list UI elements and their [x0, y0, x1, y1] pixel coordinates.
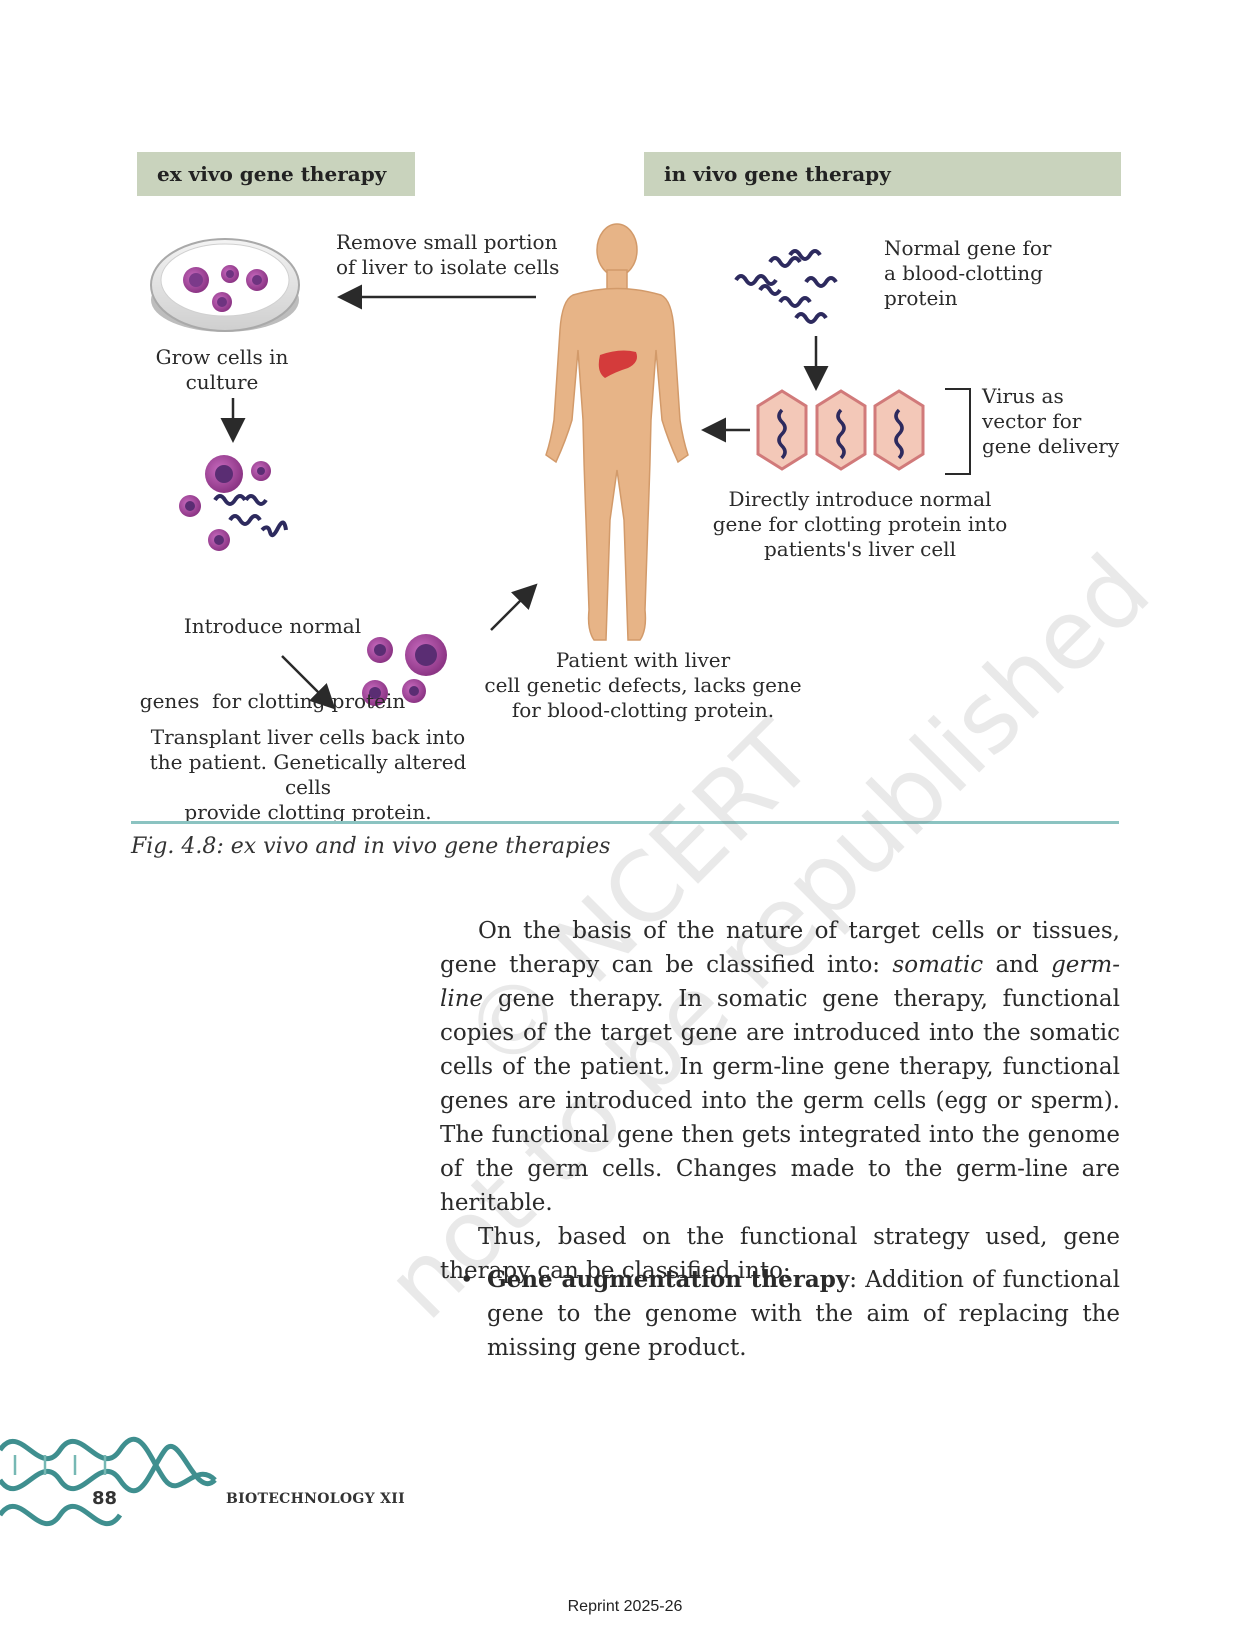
liver-icon	[598, 350, 637, 378]
label-grow-cells: Grow cells in culture	[155, 345, 289, 394]
paragraph-2: Thus, based on the functional strategy u…	[440, 1224, 1120, 1284]
list-item: • Gene augmentation therapy: Addition of…	[460, 1263, 1120, 1365]
arrow-to-patient	[490, 583, 538, 631]
arrow-transplant-down	[281, 655, 336, 710]
label-normal-gene: Normal gene for a blood-clotting protein	[884, 236, 1052, 310]
label-patient: Patient with liver cell genetic defects,…	[484, 648, 802, 722]
figure-caption: Fig. 4.8: ex vivo and in vivo gene thera…	[131, 834, 611, 859]
petri-dish-icon	[150, 238, 300, 332]
paragraph-1: On the basis of the nature of target cel…	[440, 918, 1120, 1216]
label-remove-portion: Remove small portion of liver to isolate…	[336, 230, 560, 279]
virus-bracket	[945, 388, 971, 475]
label-virus: Virus as vector for gene delivery	[982, 384, 1120, 458]
normal-gene-icon	[734, 249, 838, 324]
virus-vector-icon	[756, 389, 925, 471]
transplant-cells-icon	[362, 634, 447, 706]
human-body-icon	[545, 223, 689, 641]
cells-with-genes-icon	[179, 455, 288, 551]
label-directly-introduce: Directly introduce normal gene for clott…	[712, 487, 1008, 561]
dna-helix-icon	[0, 1436, 217, 1526]
label-introduce-normal: Introduce normal genes for clotting prot…	[139, 614, 406, 713]
bullet-icon: •	[460, 1267, 474, 1293]
gene-therapy-diagram	[150, 223, 971, 710]
body-text: On the basis of the nature of target cel…	[440, 914, 1120, 1288]
reprint-label: Reprint 2025-26	[567, 1598, 683, 1615]
ex-vivo-header: ex vivo gene therapy	[137, 152, 415, 196]
figure-divider	[131, 821, 1119, 824]
page-number: 88	[92, 1488, 118, 1509]
in-vivo-header: in vivo gene therapy	[644, 152, 1121, 196]
label-transplant: Transplant liver cells back into the pat…	[149, 725, 467, 824]
book-title: BIOTECHNOLOGY XII	[226, 1491, 405, 1507]
